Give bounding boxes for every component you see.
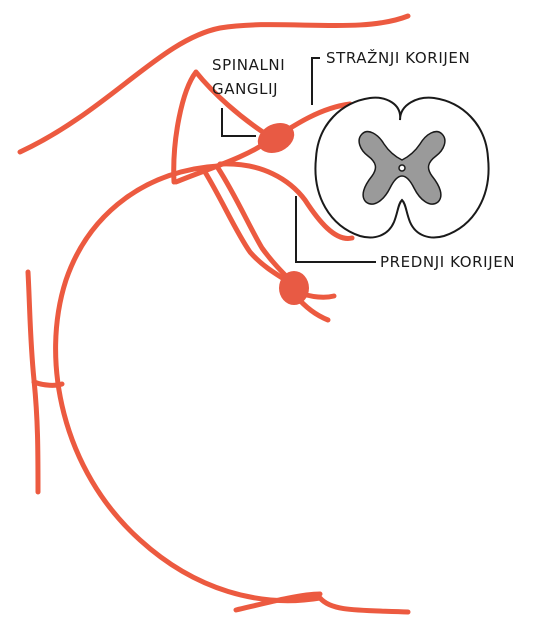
dorsal-root-leader	[312, 58, 320, 105]
gray-ramus	[218, 168, 292, 282]
spinal-ganglion	[253, 117, 299, 158]
spinal-ganglion-label-line2: GANGLIJ	[212, 80, 278, 98]
spinal-cord	[315, 98, 488, 238]
central-canal	[399, 165, 405, 171]
spinal-ganglion-label-line1: SPINALNI	[212, 56, 285, 74]
dorsal-root-label: STRAŽNJI KORIJEN	[326, 48, 470, 67]
sympathetic-ganglion	[279, 271, 309, 305]
ventral-root-label: PREDNJI KORIJEN	[380, 253, 515, 271]
left-limb-connector	[34, 382, 62, 385]
